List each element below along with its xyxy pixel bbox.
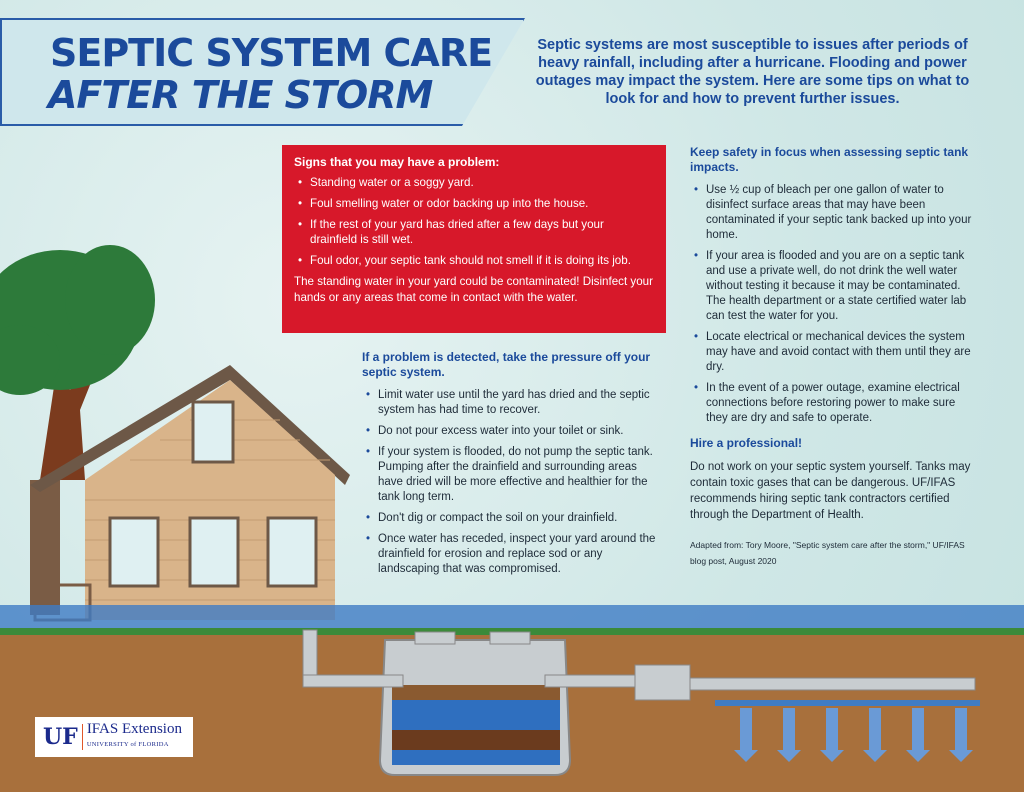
citation: Adapted from: Tory Moore, "Septic system…: [690, 540, 965, 566]
list-item: Locate electrical or mechanical devices …: [690, 330, 975, 375]
list-item: If your area is flooded and you are on a…: [690, 249, 975, 324]
drain-arrows: [734, 708, 973, 762]
pipes: [302, 629, 976, 701]
list-item: Don't dig or compact the soil on your dr…: [362, 511, 662, 526]
tree-illustration: [0, 245, 155, 480]
signs-heading: Signs that you may have a problem:: [294, 155, 500, 169]
list-item: Standing water or a soggy yard.: [294, 175, 654, 190]
pro-heading: Hire a professional!: [690, 436, 803, 450]
septic-tank: [378, 631, 572, 776]
list-item: Limit water use until the yard has dried…: [362, 388, 662, 418]
signs-note: The standing water in your yard could be…: [294, 275, 653, 304]
page-title-line1: SEPTIC SYSTEM CARE: [50, 31, 493, 75]
logo-subtitle: UNIVERSITY of FLORIDA: [86, 741, 169, 748]
page-title-line2: AFTER THE STORM: [48, 73, 433, 117]
list-item: If your system is flooded, do not pump t…: [362, 445, 662, 505]
uf-logo-mark: UF: [43, 724, 83, 750]
intro-text: Septic systems are most susceptible to i…: [535, 37, 970, 107]
safety-heading: Keep safety in focus when assessing sept…: [690, 145, 969, 174]
list-item: Use ½ cup of bleach per one gallon of wa…: [690, 183, 975, 243]
pro-text: Do not work on your septic system yourse…: [690, 461, 971, 521]
safety-section: Keep safety in focus when assessing sept…: [690, 145, 975, 569]
list-item: Do not pour excess water into your toile…: [362, 424, 662, 439]
drainfield-line: [715, 700, 980, 706]
list-item: Foul smelling water or odor backing up i…: [294, 196, 654, 211]
list-item: Once water has receded, inspect your yar…: [362, 532, 662, 577]
list-item: In the event of a power outage, examine …: [690, 381, 975, 426]
list-item: Foul odor, your septic tank should not s…: [294, 253, 654, 268]
list-item: If the rest of your yard has dried after…: [294, 217, 654, 247]
title-banner: [0, 18, 525, 126]
house-illustration: [30, 365, 350, 622]
problem-heading: If a problem is detected, take the press…: [362, 350, 651, 379]
logo-name: IFAS Extension: [86, 721, 182, 737]
illustration: [0, 245, 1024, 792]
signs-of-problem-box: Signs that you may have a problem: Stand…: [282, 145, 666, 333]
problem-detected-section: If a problem is detected, take the press…: [362, 350, 662, 583]
